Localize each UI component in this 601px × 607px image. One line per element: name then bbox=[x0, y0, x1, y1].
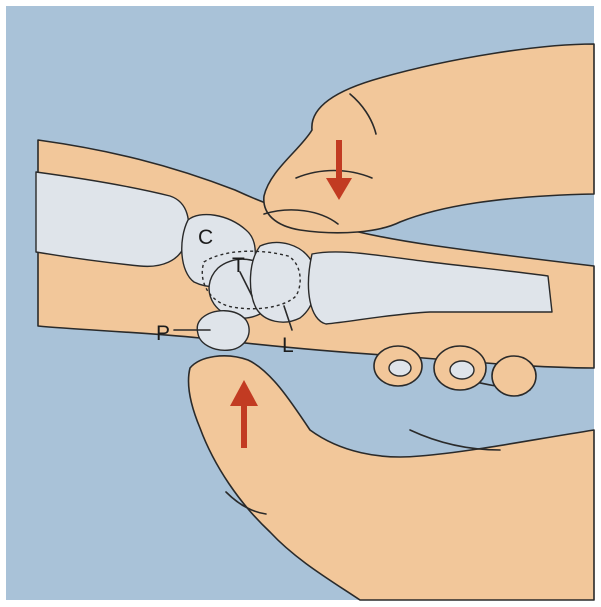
curled-finger-2-nail bbox=[450, 361, 474, 379]
curled-finger-1-nail bbox=[389, 360, 411, 376]
label-lunate: L bbox=[282, 334, 294, 357]
label-pisiform: P bbox=[156, 322, 170, 345]
label-triquetrum: T bbox=[232, 254, 245, 277]
lunate-bone bbox=[250, 243, 316, 323]
label-capitate: C bbox=[198, 226, 213, 249]
curled-finger-3 bbox=[492, 356, 536, 396]
